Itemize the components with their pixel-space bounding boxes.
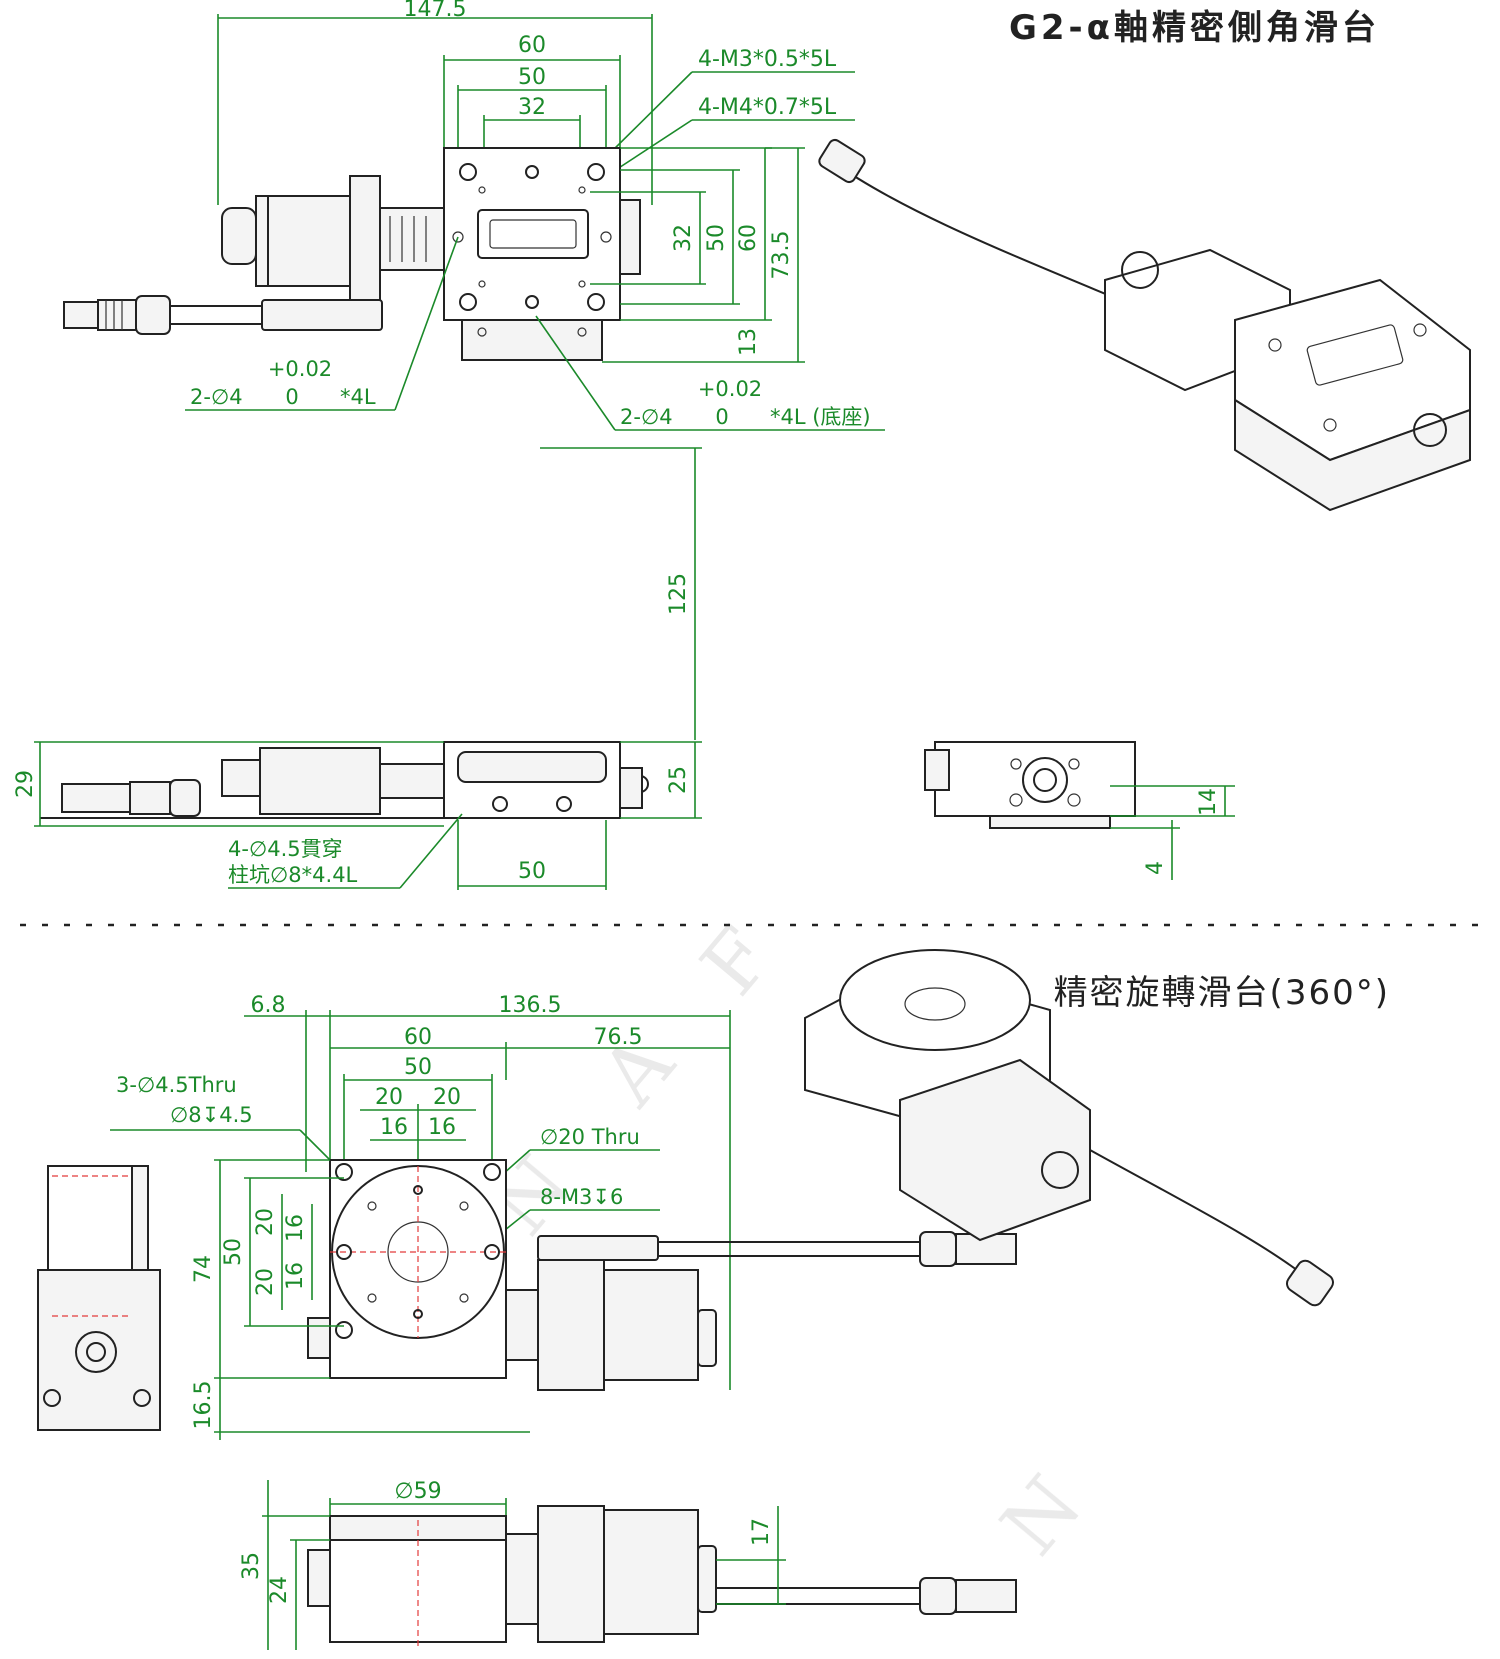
dim-32: 32 [518, 95, 546, 120]
rotary-top-view [307, 1159, 1017, 1391]
pin-b: 2-∅4 [620, 405, 673, 429]
pin-a-len: *4L [340, 385, 376, 409]
dim-v50: 50 [704, 224, 729, 252]
callout-m3-b: 8-M3↧6 [540, 1185, 623, 1209]
dim-bottom-widths: 6.8 136.5 60 76.5 50 20 20 16 16 [244, 993, 731, 1390]
dim-top-heights: 32 50 60 73.5 13 [590, 147, 805, 363]
dim-side: 14 4 [1110, 785, 1235, 880]
dim-top-widths: 60 50 32 [443, 33, 621, 165]
dim-v16b: 16 [283, 1262, 308, 1290]
callout-bottom-right: ∅20 Thru 8-M3↧6 [439, 1125, 660, 1251]
dim-front-bottom: 35 24 17 [239, 1480, 786, 1650]
dim-v16a: 16 [283, 1214, 308, 1242]
rotary-front-view: ∅59 [307, 1479, 1017, 1650]
dim-v24: 24 [267, 1576, 292, 1604]
dim-b60: 60 [404, 1025, 432, 1050]
iso-view-bottom [804, 949, 1334, 1307]
dim-147-5: 147.5 [404, 0, 467, 22]
svg-text:N: N [983, 1459, 1099, 1572]
dim-v35: 35 [239, 1552, 264, 1580]
dim-20a: 20 [375, 1085, 403, 1110]
top-view-motor [221, 175, 641, 303]
dim-125: 125 [540, 447, 702, 740]
dim-v74: 74 [191, 1255, 216, 1283]
callout-bottom-left: 3-∅4.5Thru ∅8↧4.5 [110, 1073, 341, 1171]
dim-50: 50 [518, 65, 546, 90]
dim-v60: 60 [736, 224, 761, 252]
dim-20b: 20 [433, 1085, 461, 1110]
side-view [924, 741, 1136, 829]
dim-v125: 125 [666, 573, 691, 615]
callout-mount: 4-∅4.5貫穿 柱坑∅8*4.4L [228, 813, 463, 889]
title-bottom: 精密旋轉滑台(360°) [1053, 973, 1390, 1013]
counterbore: 柱坑∅8*4.4L [228, 863, 358, 887]
pin-tol-b: +0.02 [698, 377, 762, 401]
pin-b-len: *4L (底座) [770, 405, 871, 429]
svg-text:F: F [683, 910, 790, 1012]
dim-v14: 14 [1196, 788, 1221, 816]
callout-threads: 4-M3*0.5*5L 4-M4*0.7*5L [581, 47, 855, 193]
pin-a: 2-∅4 [190, 385, 243, 409]
dim-76-5: 76.5 [594, 1025, 643, 1050]
callout-m4: 4-M4*0.7*5L [698, 95, 837, 120]
dim-136-5: 136.5 [499, 993, 562, 1018]
callout-cb: ∅8↧4.5 [170, 1103, 253, 1127]
dim-v20b: 20 [253, 1268, 278, 1296]
dim-v4: 4 [1143, 861, 1168, 875]
top-view-stage [443, 147, 621, 361]
callout-m3: 4-M3*0.5*5L [698, 47, 837, 72]
pin-tol-a: +0.02 [268, 357, 332, 381]
dim-v16-5: 16.5 [191, 1381, 216, 1430]
hole-thru: 4-∅4.5貫穿 [228, 837, 343, 861]
rotary-side-view [37, 1165, 161, 1431]
dim-bottom-heights: 74 16.5 50 20 20 16 16 [191, 1159, 530, 1440]
dim-v17: 17 [749, 1518, 774, 1546]
callout-thru: 3-∅4.5Thru [116, 1073, 237, 1097]
iso-view-top [818, 138, 1471, 512]
dim-v32: 32 [671, 224, 696, 252]
pin-zero-a: 0 [285, 385, 298, 409]
dim-v29: 29 [13, 770, 38, 798]
dim-v20a: 20 [253, 1208, 278, 1236]
dim-overall: 147.5 [217, 0, 653, 205]
title-top: G2-α軸精密側角滑台 [1008, 8, 1380, 48]
dim-60: 60 [518, 33, 546, 58]
dim-6-8: 6.8 [251, 993, 286, 1018]
callout-pins: +0.02 0 2-∅4 *4L +0.02 0 2-∅4 *4L (底座) [185, 236, 885, 431]
callout-center: ∅20 Thru [540, 1125, 640, 1149]
dim-b50: 50 [518, 859, 546, 884]
dim-16a: 16 [380, 1115, 408, 1140]
dim-v73-5: 73.5 [769, 231, 794, 280]
dim-v25: 25 [666, 766, 691, 794]
pin-zero-b: 0 [715, 405, 728, 429]
top-view-cable [63, 295, 383, 335]
dim-dia59: ∅59 [394, 1479, 441, 1504]
dim-v50b: 50 [221, 1238, 246, 1266]
dim-v13: 13 [736, 328, 761, 356]
dim-b50w: 50 [404, 1055, 432, 1080]
front-view [40, 741, 649, 819]
dim-front: 25 29 50 [13, 741, 702, 890]
dim-16b: 16 [428, 1115, 456, 1140]
